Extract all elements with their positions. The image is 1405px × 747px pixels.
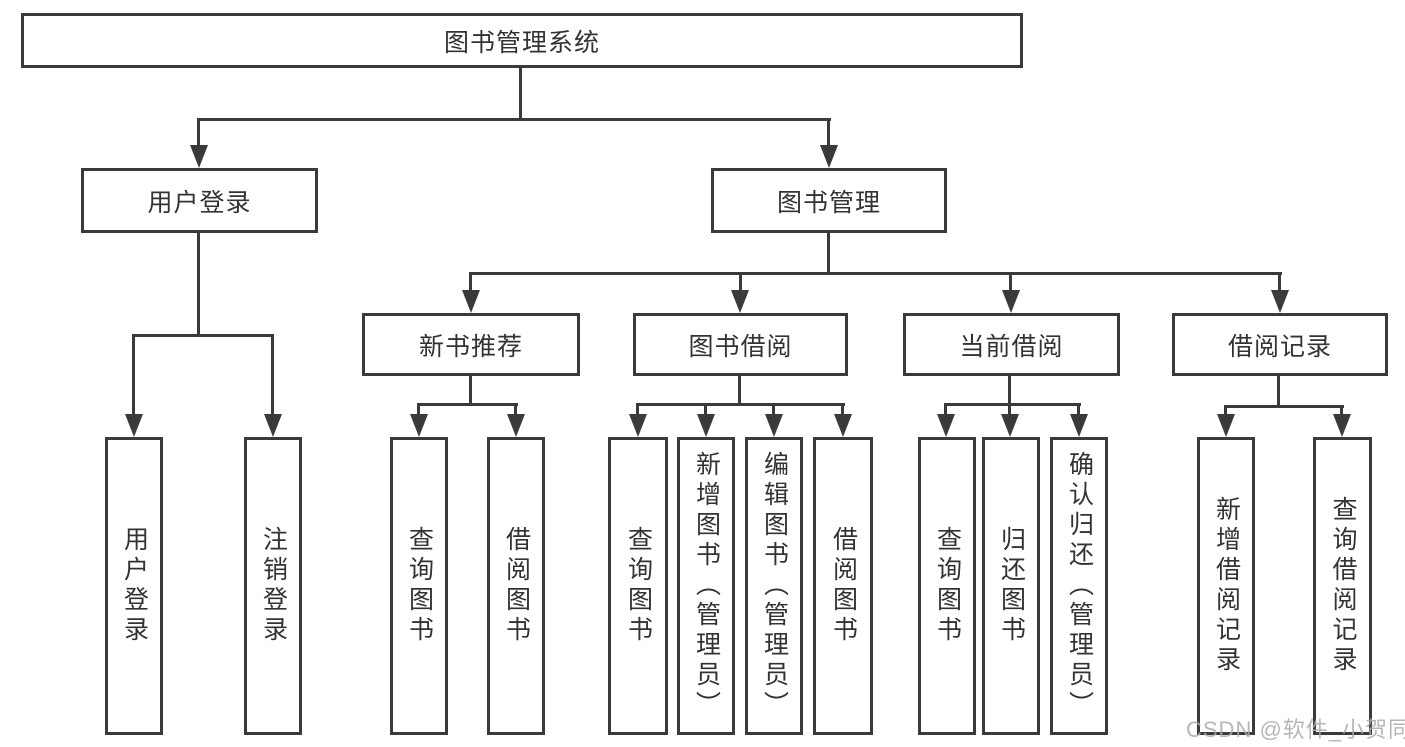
node-current-borrow: 当前借阅 [903, 313, 1120, 376]
connector-line [417, 403, 518, 406]
connector-line [827, 118, 830, 148]
arrow-down-icon [1001, 414, 1019, 437]
node-user-login: 用户登录 [81, 168, 318, 233]
leaf-confirm-return-admin: 确认归还（管理员） [1050, 437, 1108, 735]
connector-line [1340, 405, 1343, 417]
leaf-label: 确认归还（管理员） [1065, 451, 1094, 721]
connector-line [944, 403, 1081, 406]
connector-line [944, 403, 947, 417]
connector-line [827, 233, 830, 275]
arrow-down-icon [462, 290, 480, 313]
connector-line [1224, 405, 1344, 408]
arrow-down-icon [264, 414, 282, 437]
connector-line [271, 334, 274, 417]
node-root: 图书管理系统 [21, 13, 1023, 68]
connector-line [636, 403, 639, 417]
connector-line [738, 376, 741, 406]
node-book-management: 图书管理 [711, 168, 947, 233]
node-label: 图书管理 [776, 188, 881, 217]
leaf-label: 查询图书 [405, 526, 434, 646]
node-label: 新书推荐 [418, 332, 523, 361]
leaf-logout: 注销登录 [244, 437, 302, 735]
arrow-down-icon [629, 414, 647, 437]
connector-line [469, 272, 1282, 275]
arrow-down-icon [1070, 414, 1088, 437]
leaf-label: 编辑图书（管理员） [760, 451, 789, 721]
node-label: 用户登录 [147, 188, 252, 217]
connector-line [469, 272, 472, 294]
connector-line [197, 233, 200, 337]
arrow-down-icon [125, 414, 143, 437]
leaf-label: 查询借阅记录 [1329, 496, 1357, 676]
leaf-add-borrow-record: 新增借阅记录 [1197, 437, 1255, 735]
connector-line [197, 118, 831, 121]
leaf-label: 借阅图书 [829, 526, 858, 646]
connector-line [1077, 403, 1080, 417]
leaf-borrow-books: 借阅图书 [487, 437, 545, 735]
node-new-book-recommend: 新书推荐 [362, 313, 580, 376]
connector-line [636, 403, 845, 406]
leaf-query-borrow-record: 查询借阅记录 [1313, 437, 1372, 735]
connector-line [739, 272, 742, 294]
leaf-label: 借阅图书 [502, 526, 531, 646]
leaf-label: 注销登录 [259, 526, 288, 646]
node-book-borrow: 图书借阅 [633, 313, 848, 376]
connector-line [1008, 403, 1011, 417]
leaf-label: 查询图书 [624, 526, 653, 646]
connector-line [1278, 272, 1281, 294]
arrow-down-icon [410, 414, 428, 437]
connector-line [1277, 376, 1280, 408]
arrow-down-icon [1217, 414, 1235, 437]
connector-line [841, 403, 844, 417]
connector-line [417, 403, 420, 417]
connector-line [704, 403, 707, 417]
arrow-down-icon [1271, 290, 1289, 313]
arrow-down-icon [697, 414, 715, 437]
node-label: 当前借阅 [959, 332, 1064, 361]
arrow-down-icon [731, 290, 749, 313]
arrow-down-icon [1333, 414, 1351, 437]
connector-line [132, 334, 135, 417]
arrow-down-icon [834, 414, 852, 437]
leaf-edit-books-admin: 编辑图书（管理员） [745, 437, 803, 735]
arrow-down-icon [765, 414, 783, 437]
leaf-label: 新增借阅记录 [1212, 496, 1241, 676]
connector-line [772, 403, 775, 417]
connector-line [514, 403, 517, 417]
leaf-query-books: 查询图书 [918, 437, 976, 735]
node-root-label: 图书管理系统 [443, 28, 600, 57]
node-label: 借阅记录 [1227, 332, 1332, 361]
leaf-query-books: 查询图书 [608, 437, 668, 735]
connector-line [197, 118, 200, 148]
leaf-label: 归还图书 [997, 526, 1026, 646]
arrow-down-icon [1002, 290, 1020, 313]
leaf-user-login: 用户登录 [105, 437, 163, 735]
leaf-add-books-admin: 新增图书（管理员） [677, 437, 735, 735]
connector-line [469, 376, 472, 406]
leaf-label: 查询图书 [933, 526, 962, 646]
connector-line [519, 68, 522, 118]
connector-line [1009, 272, 1012, 294]
arrow-down-icon [507, 414, 525, 437]
leaf-query-books: 查询图书 [390, 437, 448, 735]
leaf-label: 用户登录 [120, 526, 149, 646]
arrow-down-icon [820, 145, 838, 168]
arrow-down-icon [190, 145, 208, 168]
leaf-borrow-books: 借阅图书 [813, 437, 873, 735]
connector-line [132, 334, 274, 337]
node-borrow-records: 借阅记录 [1172, 313, 1388, 376]
connector-line [1008, 376, 1011, 406]
leaf-return-books: 归还图书 [982, 437, 1040, 735]
leaf-label: 新增图书（管理员） [692, 451, 721, 721]
csdn-watermark: CSDN @软件_小贺同学 [1186, 717, 1405, 742]
connector-line [1224, 405, 1227, 417]
arrow-down-icon [937, 414, 955, 437]
node-label: 图书借阅 [688, 332, 793, 361]
